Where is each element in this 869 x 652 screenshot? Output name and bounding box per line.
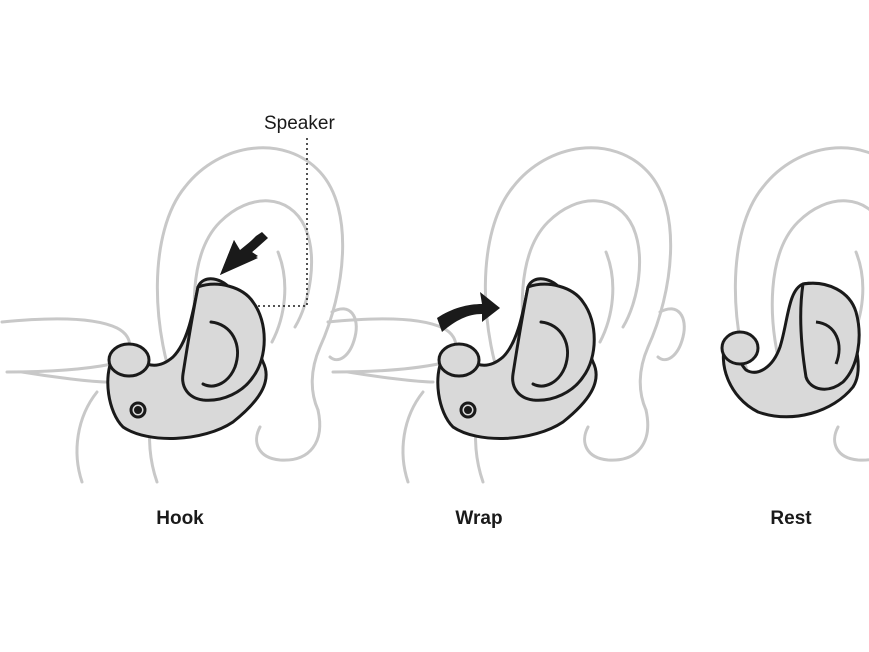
rest-panel (720, 146, 869, 462)
earbud-wrap (436, 277, 598, 440)
wrap-panel (326, 146, 686, 484)
step-label-wrap: Wrap (455, 508, 503, 529)
speaker-callout-label: Speaker (264, 113, 335, 134)
step-label-rest: Rest (770, 508, 812, 529)
earbud-hook (106, 277, 268, 440)
arrow-wrap-icon (437, 292, 500, 332)
arrow-hook-head-icon (220, 232, 268, 275)
earbud-rest (720, 281, 861, 419)
hook-panel (0, 138, 358, 484)
step-label-hook: Hook (156, 508, 204, 529)
speaker-callout-line (258, 138, 308, 307)
